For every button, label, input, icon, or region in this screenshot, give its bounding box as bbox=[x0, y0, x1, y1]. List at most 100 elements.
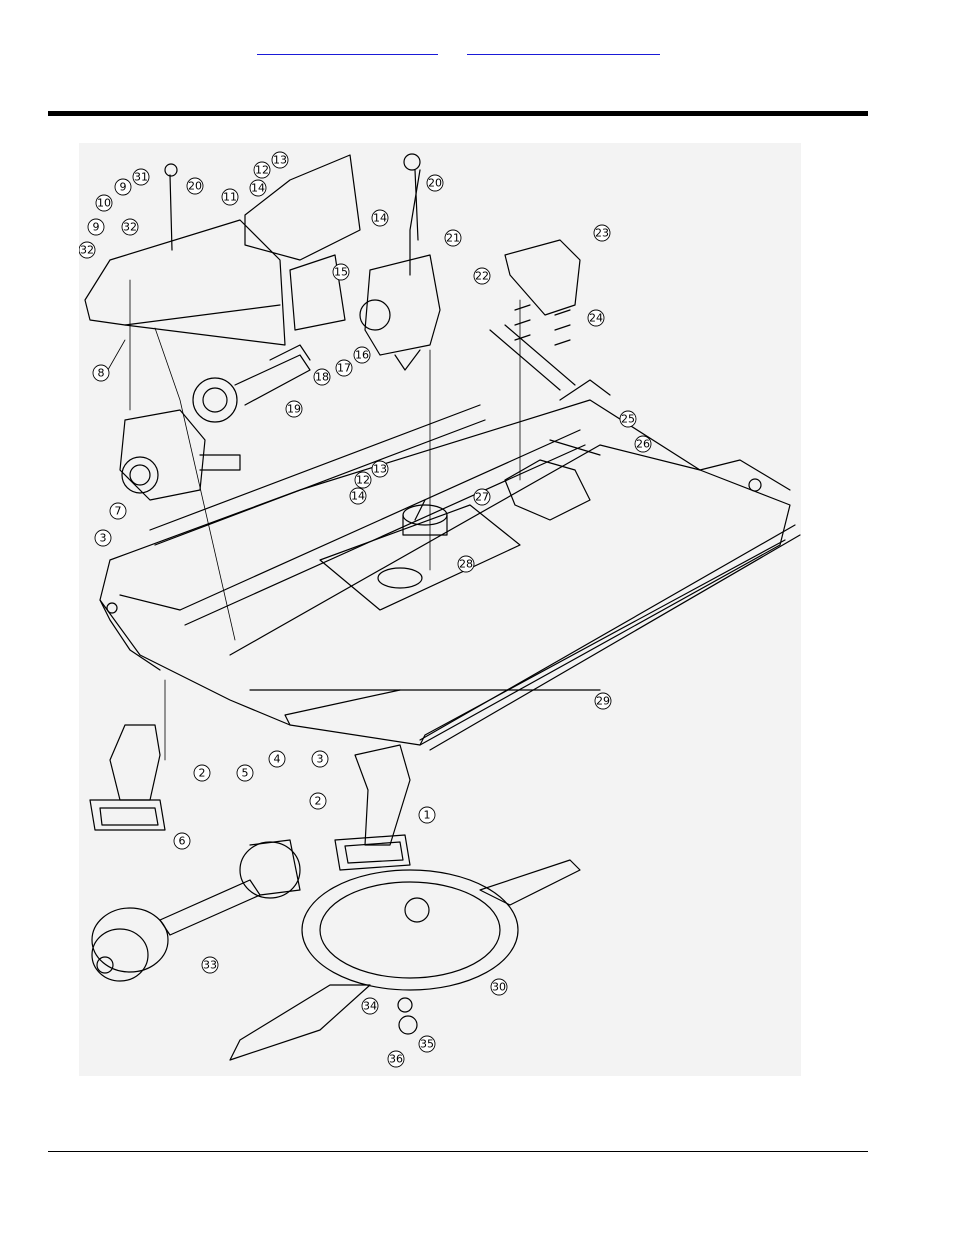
callout-30 bbox=[490, 978, 508, 996]
callout-label: 29 bbox=[596, 695, 610, 708]
callout-label: 18 bbox=[315, 371, 329, 384]
callout-label: 7 bbox=[115, 505, 122, 518]
callout-9b bbox=[87, 218, 105, 236]
callout-12a bbox=[253, 161, 271, 179]
callout-10 bbox=[95, 194, 113, 212]
callout-label: 13 bbox=[373, 463, 387, 476]
callout-9a bbox=[114, 178, 132, 196]
callout-16 bbox=[353, 346, 371, 364]
callout-25 bbox=[619, 410, 637, 428]
callout-24 bbox=[587, 309, 605, 327]
callout-20b bbox=[426, 174, 444, 192]
callout-5 bbox=[236, 764, 254, 782]
callout-36 bbox=[387, 1050, 405, 1068]
callout-label: 28 bbox=[459, 558, 473, 571]
shield-8 bbox=[84, 219, 286, 346]
callout-32a bbox=[121, 218, 139, 236]
callout-label: 9 bbox=[120, 181, 127, 194]
header-link-right[interactable] bbox=[467, 40, 660, 55]
callout-label: 5 bbox=[242, 767, 249, 780]
callout-17 bbox=[335, 359, 353, 377]
callout-label: 2 bbox=[199, 767, 206, 780]
callout-label: 12 bbox=[356, 474, 370, 487]
callout-label: 11 bbox=[223, 191, 237, 204]
callout-35 bbox=[418, 1035, 436, 1053]
footer-rule bbox=[48, 1151, 868, 1152]
callout-label: 3 bbox=[100, 532, 107, 545]
callout-label: 8 bbox=[98, 367, 105, 380]
gearbox-left bbox=[119, 409, 241, 501]
exploded-view-drawing: 1 2 2 3 3 4 5 6 7 8 9 9 10 11 12 12 13 1… bbox=[78, 151, 801, 1068]
callout-label: 25 bbox=[621, 413, 635, 426]
leader-lines bbox=[104, 279, 521, 761]
callout-6 bbox=[173, 832, 191, 850]
callout-label: 9 bbox=[93, 221, 100, 234]
callout-7 bbox=[109, 502, 127, 520]
callout-label: 36 bbox=[389, 1053, 403, 1066]
stand-right bbox=[334, 744, 411, 871]
cutting-disc bbox=[229, 859, 581, 1061]
callout-29 bbox=[594, 692, 612, 710]
hitch-bracket bbox=[504, 239, 601, 521]
callout-label: 33 bbox=[203, 959, 217, 972]
callout-2a bbox=[193, 764, 211, 782]
callout-14b bbox=[371, 209, 389, 227]
stand-left bbox=[89, 724, 166, 831]
gearbox-right bbox=[359, 153, 441, 371]
driveline-short bbox=[192, 344, 311, 423]
callout-label: 19 bbox=[287, 403, 301, 416]
callout-label: 15 bbox=[334, 266, 348, 279]
callout-label: 21 bbox=[446, 232, 460, 245]
callout-19 bbox=[285, 400, 303, 418]
callout-8 bbox=[92, 364, 110, 382]
callout-label: 35 bbox=[420, 1038, 434, 1051]
callout-label: 14 bbox=[351, 490, 365, 503]
mower-deck-frame bbox=[99, 379, 801, 751]
callout-label: 34 bbox=[363, 1000, 377, 1013]
callout-label: 13 bbox=[273, 154, 287, 167]
callout-23 bbox=[593, 224, 611, 242]
callout-labels: 1 2 2 3 3 4 5 6 7 8 9 9 10 11 12 12 13 1… bbox=[80, 154, 650, 1066]
callout-21 bbox=[444, 229, 462, 247]
header-rule bbox=[48, 111, 868, 116]
callout-label: 20 bbox=[188, 180, 202, 193]
callout-14c bbox=[349, 487, 367, 505]
frame-rails bbox=[149, 324, 586, 626]
callout-4 bbox=[268, 750, 286, 768]
callout-label: 26 bbox=[636, 438, 650, 451]
callout-label: 12 bbox=[255, 164, 269, 177]
shield-11 bbox=[244, 154, 361, 331]
blade-carrier-shaft bbox=[249, 499, 601, 691]
callout-14a bbox=[249, 179, 267, 197]
callout-label: 14 bbox=[251, 182, 265, 195]
pto-driveline bbox=[91, 839, 301, 982]
callout-32b bbox=[78, 241, 96, 259]
callout-12b bbox=[354, 471, 372, 489]
callout-31 bbox=[132, 168, 150, 186]
header-link-left[interactable] bbox=[257, 40, 438, 55]
callout-3a bbox=[94, 529, 112, 547]
callout-2b bbox=[309, 792, 327, 810]
callout-label: 16 bbox=[355, 349, 369, 362]
callout-label: 32 bbox=[123, 221, 137, 234]
callout-label: 10 bbox=[97, 197, 111, 210]
callout-1 bbox=[418, 806, 436, 824]
callout-label: 31 bbox=[134, 171, 148, 184]
callout-label: 32 bbox=[80, 244, 94, 257]
callout-3b bbox=[311, 750, 329, 768]
callout-26 bbox=[634, 435, 652, 453]
callout-20a bbox=[186, 177, 204, 195]
callout-label: 17 bbox=[337, 362, 351, 375]
callout-label: 27 bbox=[475, 491, 489, 504]
callout-27 bbox=[473, 488, 491, 506]
callout-33 bbox=[201, 956, 219, 974]
callout-label: 22 bbox=[475, 270, 489, 283]
callout-label: 20 bbox=[428, 177, 442, 190]
callout-15 bbox=[332, 263, 350, 281]
callout-13a bbox=[271, 151, 289, 169]
callout-label: 24 bbox=[589, 312, 603, 325]
lynch-pins bbox=[164, 163, 419, 251]
callout-34 bbox=[361, 997, 379, 1015]
callouts bbox=[78, 151, 652, 1068]
callout-label: 30 bbox=[492, 981, 506, 994]
